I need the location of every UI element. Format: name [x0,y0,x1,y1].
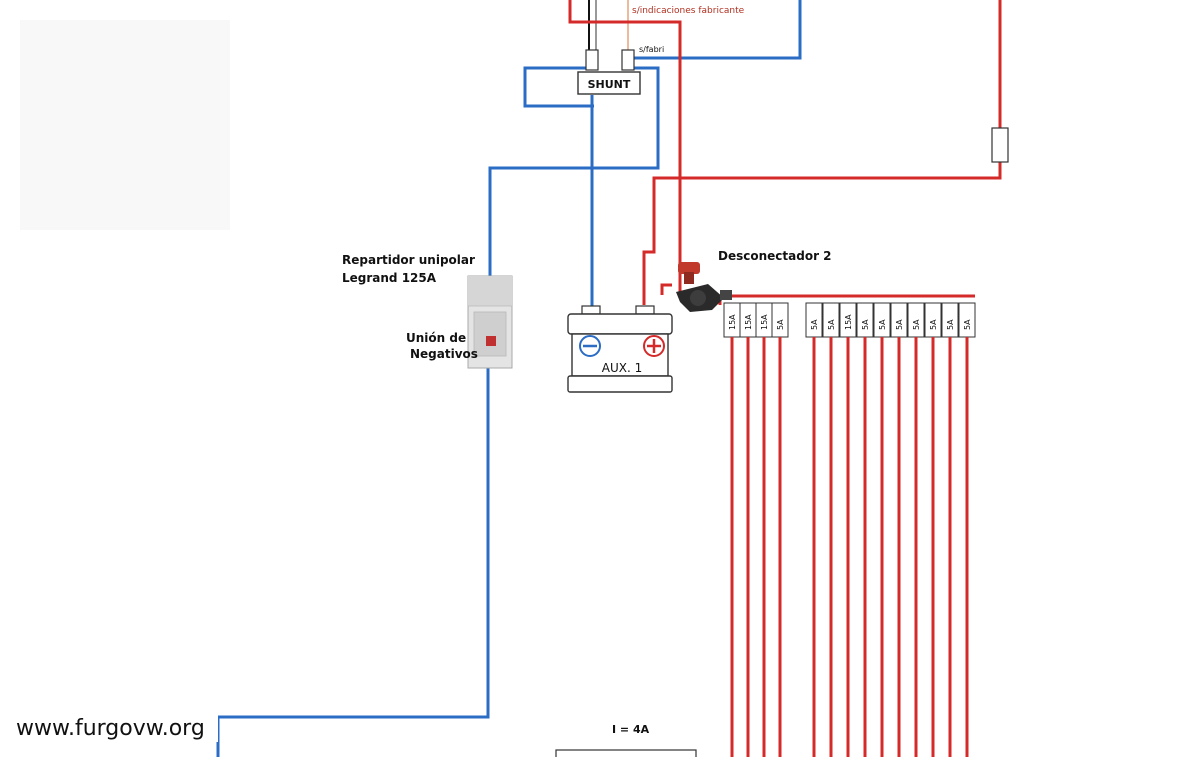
legrand-distributor [467,275,513,369]
shunt: SHUNT [577,49,641,95]
positive-wires [568,0,1002,305]
watermark-bg [12,710,218,742]
fuse-rating: 5A [929,319,938,330]
fuse-rating: 5A [810,319,819,330]
repartidor-model: Legrand 125A [342,271,437,285]
indicaciones-label: s/indicaciones fabricante [632,6,745,16]
fuse-rating: 5A [946,319,955,330]
fuse-rating: 15A [728,314,737,330]
inline-fuse [991,127,1009,163]
sense-wires [588,0,629,56]
battery-aux1: AUX. 1 [567,305,673,393]
negative-wires [216,0,802,757]
watermark: www.furgovw.org [16,716,205,741]
fuse-rating: 5A [861,319,870,330]
union-label: Unión de [406,331,466,345]
background-watermark [20,20,230,230]
battery-switch [676,262,732,312]
fuse-rating: 15A [844,314,853,330]
fuse-rating: 5A [878,319,887,330]
svg-text:AUX. 1: AUX. 1 [602,361,642,375]
svg-text:SHUNT: SHUNT [588,78,631,91]
fuse-rating: 5A [912,319,921,330]
load-box [555,749,697,757]
desconectador-label: Desconectador 2 [718,249,832,263]
current-label: I = 4A [612,723,650,736]
fuse-rating: 15A [760,314,769,330]
union-negatives: Negativos [410,347,478,361]
fuse-rating: 5A [776,319,785,330]
fuse-rating: 5A [827,319,836,330]
fuse-rating: 15A [744,314,753,330]
fuse-block: 15A 15A 15A 5A 5A 5A 15A 5A 5A 5A 5A 5A 5A 5A [723,302,976,757]
fuse-rating: 5A [895,319,904,330]
sfabri-label: s/fabri [639,45,664,54]
fuse-rating: 5A [963,319,972,330]
repartidor-label: Repartidor unipolar [342,253,475,267]
